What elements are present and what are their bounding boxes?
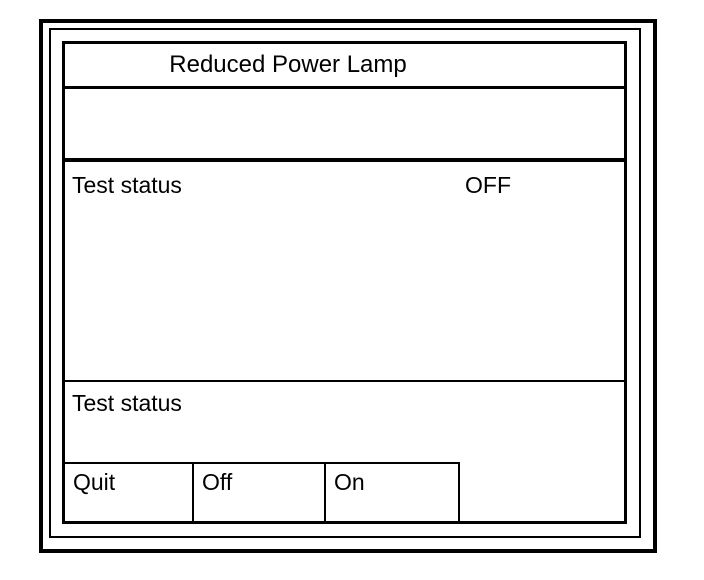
- message-section: Test status Quit Off On: [65, 382, 624, 521]
- dialog-panel: Reduced Power Lamp Test status OFF Test …: [62, 41, 627, 524]
- blank-row: [65, 89, 624, 162]
- off-button[interactable]: Off: [194, 462, 326, 521]
- title-bar: Reduced Power Lamp: [65, 44, 624, 89]
- on-button[interactable]: On: [326, 462, 460, 521]
- dialog-title: Reduced Power Lamp: [169, 51, 407, 78]
- outer-frame: Reduced Power Lamp Test status OFF Test …: [39, 19, 657, 553]
- message-status-label: Test status: [72, 390, 182, 416]
- status-label: Test status: [72, 172, 182, 198]
- softkey-row: Quit Off On: [65, 462, 460, 521]
- quit-button[interactable]: Quit: [65, 462, 194, 521]
- status-section: Test status OFF: [65, 162, 624, 382]
- middle-frame: Reduced Power Lamp Test status OFF Test …: [49, 28, 641, 538]
- status-value: OFF: [465, 172, 511, 198]
